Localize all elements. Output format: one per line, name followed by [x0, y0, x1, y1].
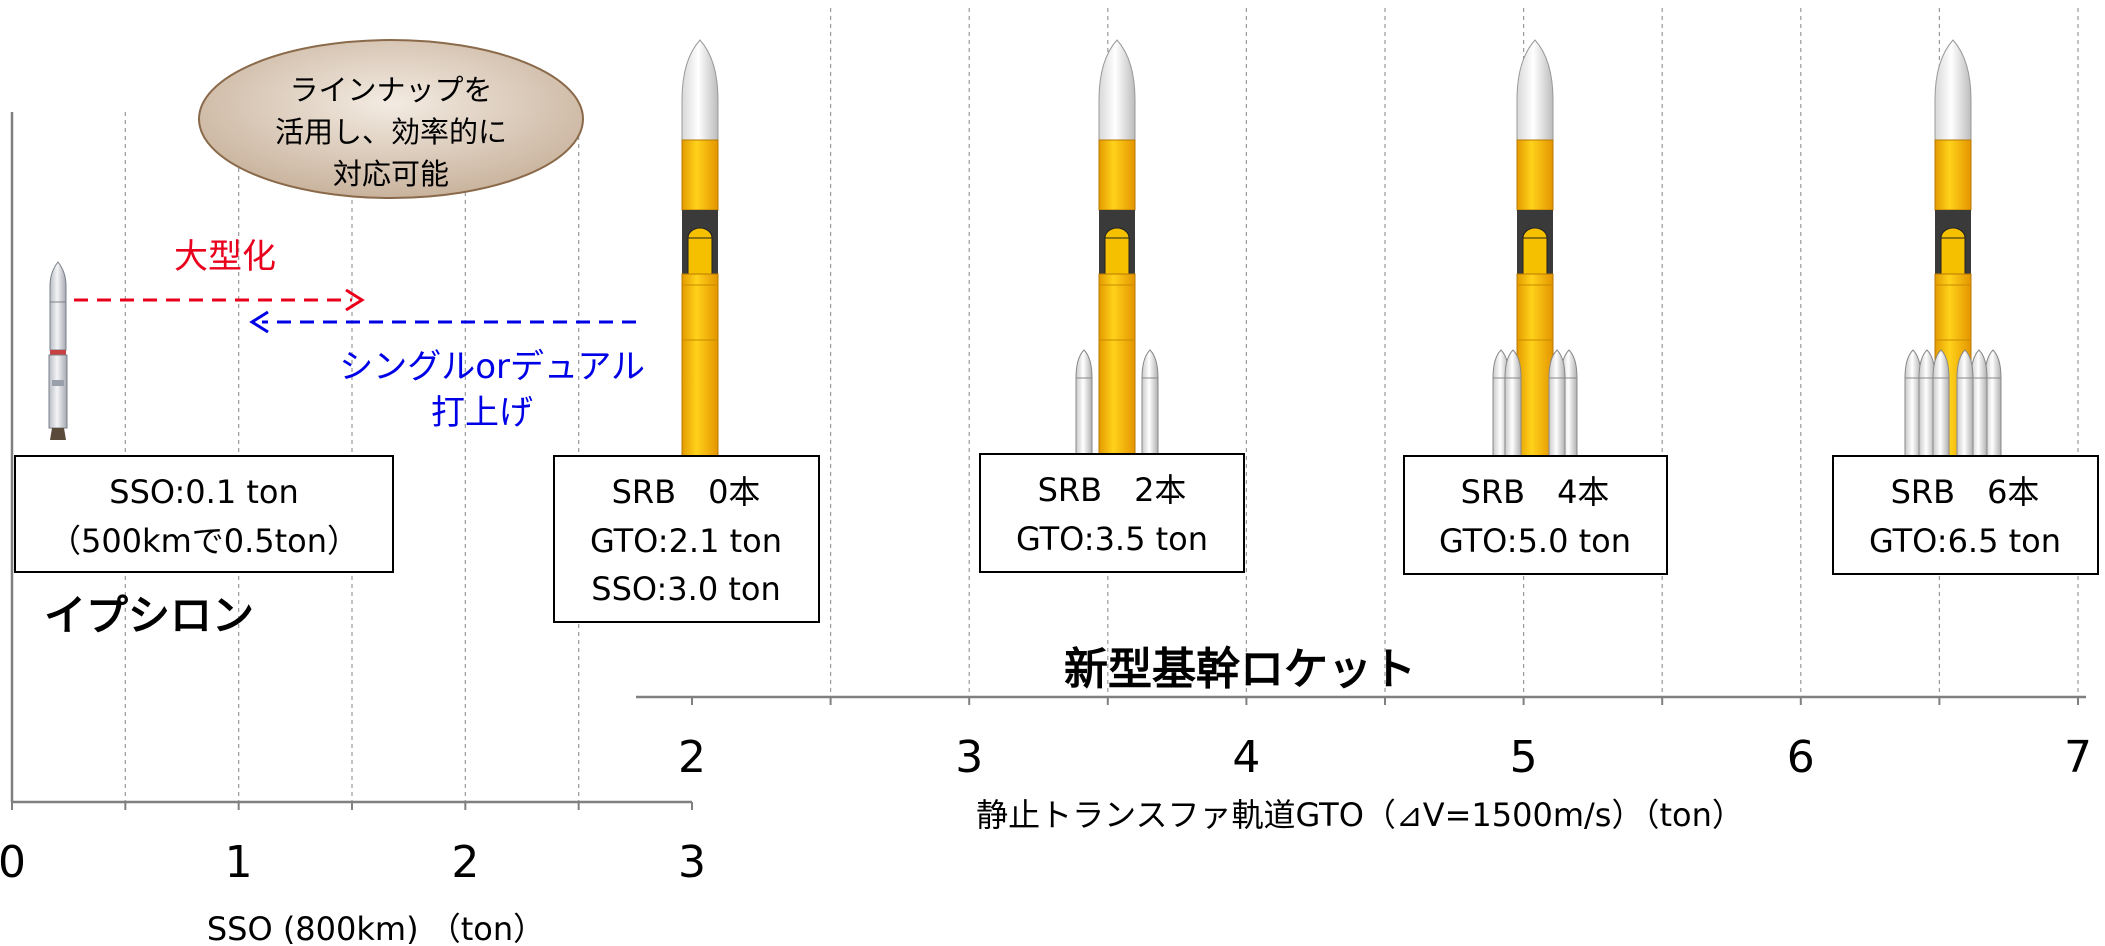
config-0-line-2: GTO:2.1 ton [590, 522, 782, 560]
config-4-line-1: SRB 4本 [1461, 473, 1610, 511]
sso-tick-label: 0 [0, 837, 26, 888]
config-6-line-2: GTO:6.5 ton [1869, 522, 2061, 560]
config-spec-box-srb6: SRB 6本 GTO:6.5 ton [1833, 456, 2098, 574]
epsilon-spec-box: SSO:0.1 ton （500kmで0.5ton） [15, 456, 393, 572]
sso-axis-label: SSO (800km) （ton） [207, 910, 545, 946]
epsilon-spec-line-2: （500kmで0.5ton） [49, 522, 359, 560]
rocket-srb-4 [1492, 40, 1578, 488]
new-rocket-lineup [682, 40, 2002, 488]
single-dual-label-1: シングルorデュアル [339, 347, 645, 387]
gto-tick-label: 6 [1787, 732, 1815, 783]
sso-tick-label: 2 [451, 837, 479, 888]
rocket-srb-0 [682, 40, 718, 488]
single-dual-label-2: 打上げ [431, 393, 533, 433]
rocket-srb-6 [1904, 40, 2002, 488]
upsize-label: 大型化 [174, 237, 276, 277]
gto-tick-label: 4 [1232, 732, 1260, 783]
config-spec-box-srb4: SRB 4本 GTO:5.0 ton [1404, 456, 1667, 574]
config-0-line-1: SRB 0本 [612, 473, 761, 511]
epsilon-spec-line-1: SSO:0.1 ton [109, 473, 299, 511]
single-dual-arrow: シングルorデュアル 打上げ [252, 312, 645, 433]
gto-axis-label: 静止トランスファ軌道GTO（⊿V=1500m/s）（ton） [976, 796, 1744, 834]
epsilon-rocket [49, 262, 67, 440]
epsilon-name: イプシロン [44, 591, 254, 640]
config-spec-box-srb0: SRB 0本 GTO:2.1 ton SSO:3.0 ton [554, 456, 819, 622]
bubble-line-2: 活用し、効率的に [275, 115, 507, 149]
bubble-line-1: ラインナップを [289, 73, 492, 107]
sso-tick-label: 3 [678, 837, 706, 888]
config-6-line-1: SRB 6本 [1891, 473, 2040, 511]
new-rocket-name: 新型基幹ロケット [1064, 644, 1416, 695]
gto-tick-label: 3 [955, 732, 983, 783]
sso-tick-label: 1 [225, 837, 253, 888]
gto-tick-label: 7 [2064, 732, 2092, 783]
config-2-line-1: SRB 2本 [1038, 471, 1187, 509]
benefit-bubble: ラインナップを 活用し、効率的に 対応可能 [199, 40, 583, 198]
rocket-srb-2 [1075, 40, 1159, 488]
upsize-arrow: 大型化 [74, 237, 362, 310]
bubble-line-3: 対応可能 [333, 157, 449, 191]
config-2-line-2: GTO:3.5 ton [1016, 520, 1208, 558]
config-spec-box-srb2: SRB 2本 GTO:3.5 ton [980, 454, 1244, 572]
gto-tick-label: 2 [678, 732, 706, 783]
config-4-line-2: GTO:5.0 ton [1439, 522, 1631, 560]
config-0-line-3: SSO:3.0 ton [591, 570, 781, 608]
gto-tick-label: 5 [1510, 732, 1538, 783]
